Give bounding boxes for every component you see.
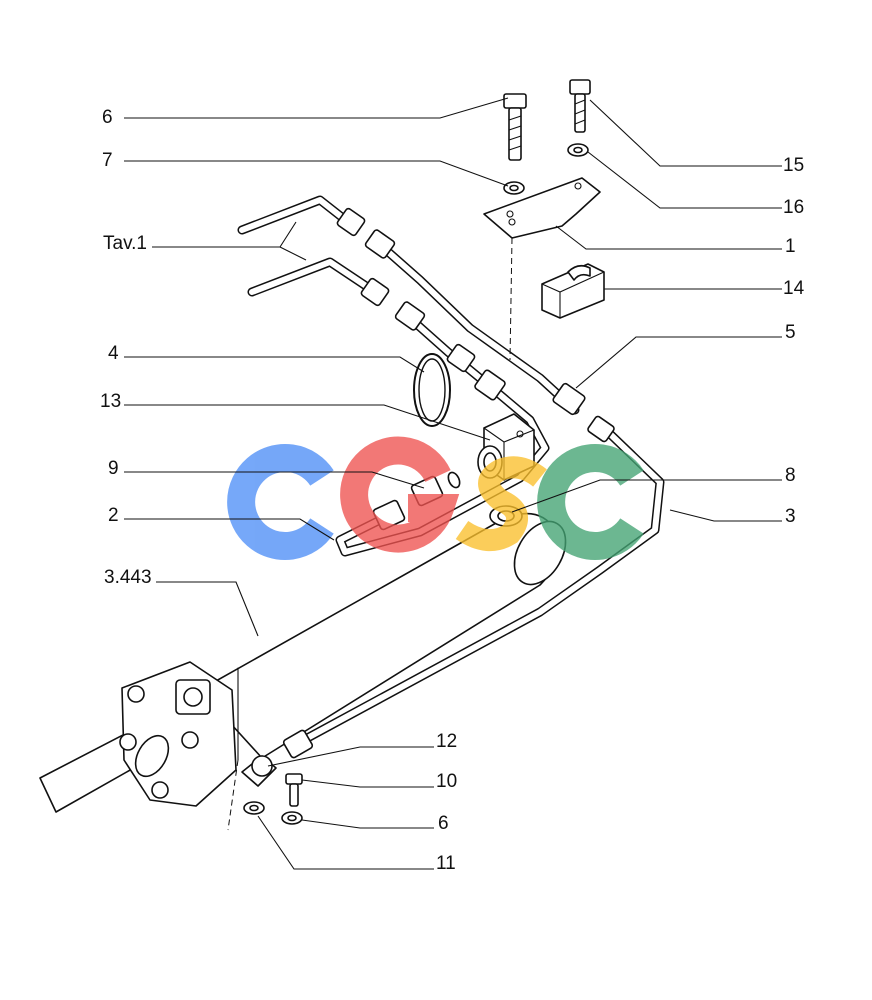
callout-3: 3 [785, 506, 796, 527]
callout-labels: 6 7 Tav.1 4 13 9 2 3.443 15 16 1 14 5 8 … [100, 107, 805, 874]
elbow-fitting-12 [241, 755, 277, 787]
callout-5: 5 [785, 322, 796, 343]
bolt-10 [285, 773, 303, 807]
watermark-letter-c2 [537, 444, 644, 560]
callout-11: 11 [436, 853, 456, 874]
bracket-1 [483, 177, 601, 361]
callout-10: 10 [436, 771, 457, 792]
callout-14: 14 [783, 278, 805, 299]
washer-6-lower [281, 811, 303, 825]
watermark-letter-g [340, 436, 460, 553]
callout-2: 2 [108, 505, 119, 526]
callout-tav1: Tav.1 [103, 233, 147, 254]
leader-lines [124, 97, 782, 870]
washer-16 [567, 143, 589, 157]
cgsc-watermark [227, 436, 644, 560]
callout-8: 8 [785, 465, 796, 486]
callout-1: 1 [785, 236, 796, 257]
pipe-5 [364, 229, 586, 416]
parts-drawing [39, 79, 665, 831]
callout-4: 4 [108, 343, 119, 364]
clamp-14 [541, 263, 605, 319]
pipe-4-coil [413, 343, 476, 427]
callout-13: 13 [100, 391, 121, 412]
bolt-15 [569, 79, 591, 133]
callout-9: 9 [108, 458, 119, 479]
watermark-letter-c1 [227, 444, 334, 560]
callout-15: 15 [783, 155, 804, 176]
watermark-letter-s [455, 456, 547, 551]
callout-6-lower: 6 [438, 813, 449, 834]
callout-12: 12 [436, 731, 457, 752]
cylinder-end-cap [119, 661, 237, 807]
bolt-6-upper [503, 93, 527, 161]
callout-7: 7 [102, 150, 113, 171]
washer-11 [243, 801, 265, 815]
tav1-pipes [237, 195, 390, 307]
callout-3443: 3.443 [104, 567, 152, 588]
callout-16: 16 [783, 197, 804, 218]
washer-7 [503, 181, 525, 195]
callout-6-upper: 6 [102, 107, 113, 128]
